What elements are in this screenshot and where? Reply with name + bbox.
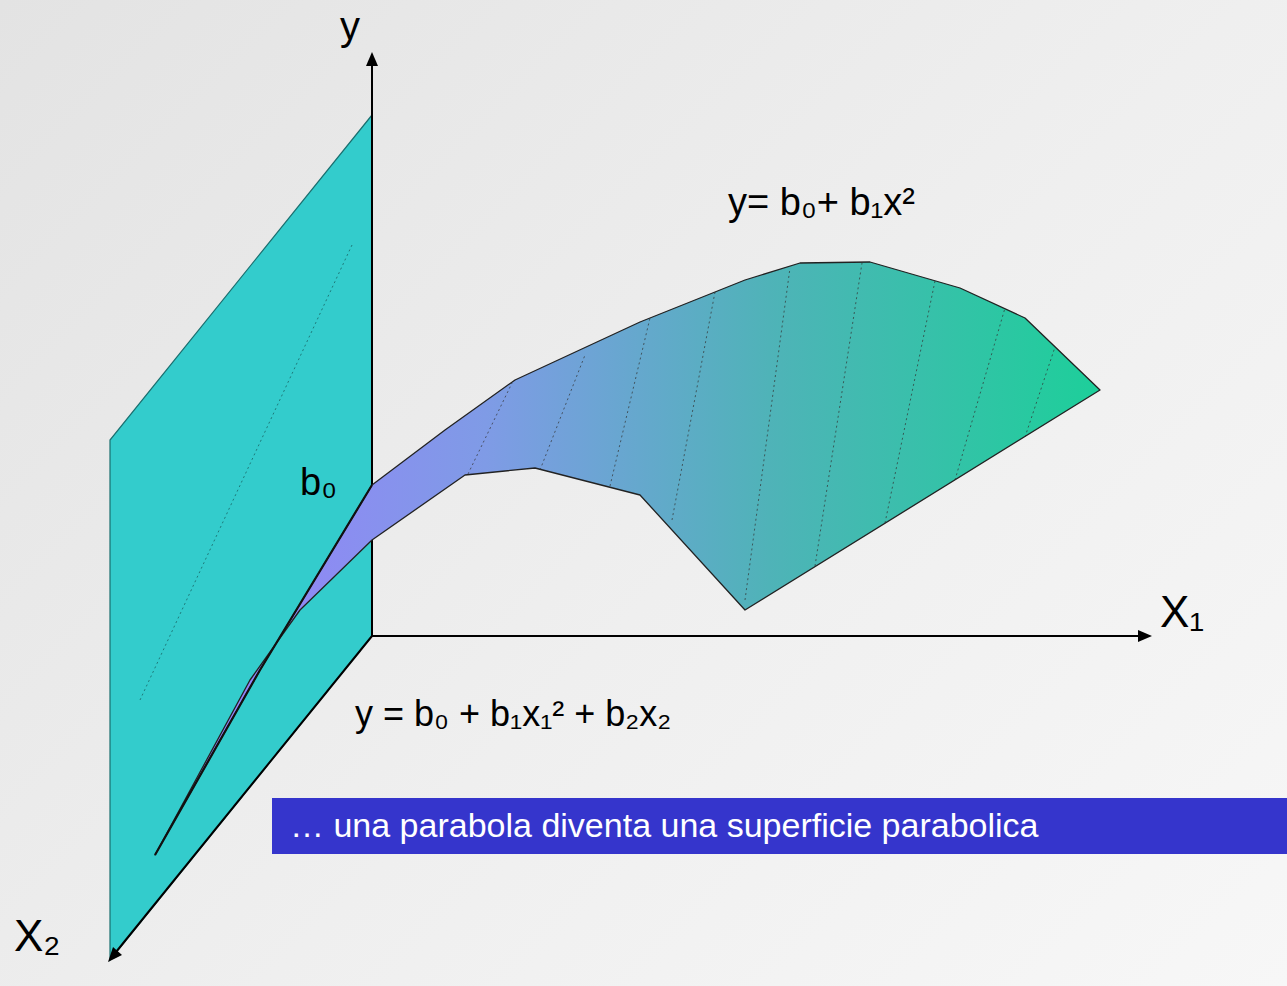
surface-hatch-line	[815, 263, 862, 566]
surface-hatch-line	[672, 292, 715, 520]
x2-axis	[116, 636, 372, 952]
axis-label: y	[340, 4, 360, 48]
plane-hatch	[140, 245, 352, 700]
surface-hatch-line	[745, 268, 790, 600]
surface-hatch	[468, 263, 1055, 600]
y-axis	[371, 62, 373, 636]
axis-arrowhead	[108, 947, 122, 962]
surface-hatch-line	[955, 308, 1005, 480]
axis-arrowhead	[1138, 630, 1152, 642]
surface-equation: y = b₀ + b₁x₁² + b₂x₂	[355, 694, 671, 734]
intercept-label: b₀	[300, 462, 337, 504]
surface-hatch-line	[540, 355, 585, 470]
axis-label: X₂	[14, 912, 60, 960]
surface-hatch-line	[610, 318, 650, 486]
surface-hatch-line	[885, 281, 935, 523]
caption-band: … una parabola diventa una superficie pa…	[272, 798, 1287, 854]
axis-arrowhead	[366, 52, 378, 66]
parabolic-surface	[155, 262, 1100, 855]
surface-hatch-line	[1025, 347, 1055, 437]
axis-label: X₁	[1160, 588, 1204, 636]
curve-equation: y= b₀+ b₁x²	[728, 182, 915, 224]
x1-axis	[372, 635, 1140, 637]
surface-hatch-line	[468, 383, 512, 474]
band-text: … una parabola diventa una superficie pa…	[290, 807, 1277, 844]
